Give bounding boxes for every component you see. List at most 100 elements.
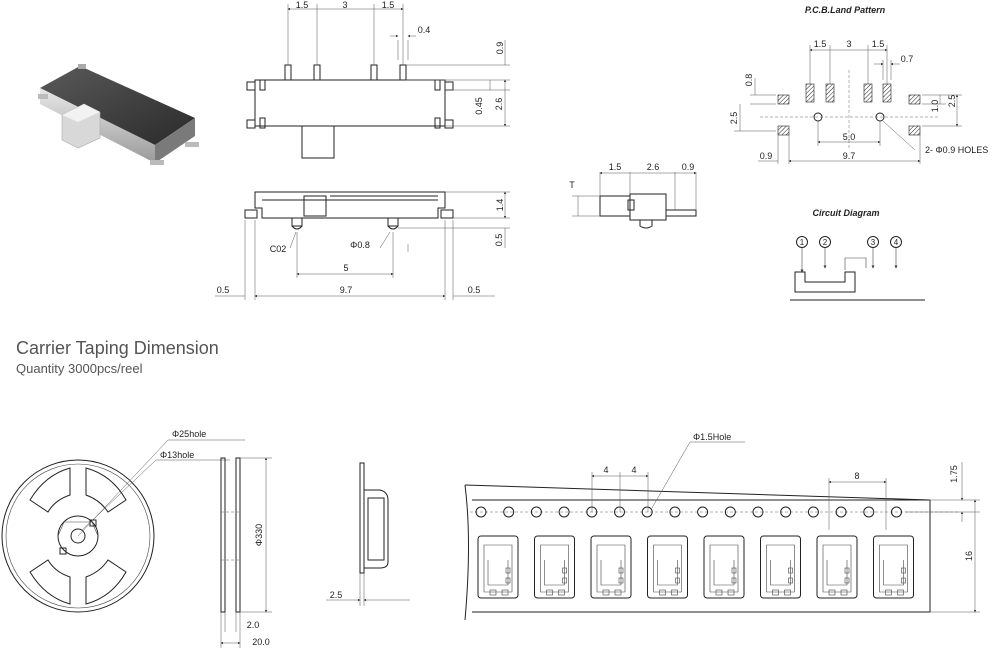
pocket-pin bbox=[671, 589, 678, 596]
pcb-dim-3: 3 bbox=[846, 39, 851, 49]
pocket-pin bbox=[828, 589, 836, 596]
tape-pocket bbox=[816, 535, 858, 599]
pcb-dim-2-5-left: 2.5 bbox=[729, 112, 739, 125]
pocket-pin bbox=[501, 589, 509, 596]
tape-pocket bbox=[477, 535, 519, 599]
pocket-pin bbox=[715, 589, 723, 596]
circuit-diagram bbox=[790, 236, 925, 301]
sprocket-hole bbox=[558, 506, 570, 518]
taping-title: Carrier Taping Dimension bbox=[16, 338, 219, 358]
tape-pocket bbox=[534, 535, 575, 599]
reel-hole13: Φ13hole bbox=[160, 450, 194, 460]
pocket-component-body bbox=[544, 560, 565, 586]
circuit-pin-4: 4 bbox=[894, 238, 899, 247]
pocket-component-body bbox=[826, 560, 848, 586]
sprocket-hole bbox=[530, 506, 542, 518]
circuit-title: Circuit Diagram bbox=[812, 208, 879, 218]
sprocket-hole bbox=[669, 506, 681, 518]
top-dim-2-6: 2.6 bbox=[494, 98, 504, 111]
pocket-component bbox=[879, 544, 908, 593]
pocket-pin bbox=[505, 577, 511, 584]
pocket-component-body bbox=[657, 560, 678, 586]
side-label-t: T bbox=[569, 180, 575, 190]
tape-pocket bbox=[703, 535, 745, 599]
front-label-phi-0-8: Φ0.8 bbox=[350, 240, 370, 250]
pocket-pin bbox=[505, 567, 511, 574]
side-dim-1-5: 1.5 bbox=[609, 162, 622, 172]
pocket-pin bbox=[562, 567, 567, 574]
front-dim-9-7: 9.7 bbox=[340, 285, 353, 295]
carrier-tape bbox=[464, 484, 960, 621]
circuit-pin-1: 1 bbox=[800, 238, 805, 247]
pocket-component-body bbox=[487, 560, 509, 586]
side-view bbox=[572, 171, 697, 229]
pocket-pin bbox=[897, 589, 904, 596]
pocket-pin bbox=[618, 577, 624, 584]
pocket-pin bbox=[614, 589, 622, 596]
tape-pocket bbox=[873, 535, 914, 599]
sprocket-hole bbox=[641, 506, 653, 518]
pocket-component bbox=[596, 544, 626, 593]
tape-dim-16: 16 bbox=[964, 551, 974, 561]
reel-hole25: Φ25hole bbox=[172, 429, 206, 439]
pocket-component-body bbox=[713, 560, 735, 586]
pocket-pin bbox=[558, 589, 565, 596]
reel-dim-2-0: 2.0 bbox=[247, 620, 260, 630]
top-dim-3: 3 bbox=[342, 0, 347, 10]
pocket-pin bbox=[562, 577, 567, 584]
pcb-dim-2-5-right: 2.5 bbox=[947, 95, 957, 108]
pocket-pin bbox=[885, 589, 892, 596]
pcb-holes-label: 2- Φ0.9 HOLES bbox=[925, 145, 988, 155]
sprocket-hole bbox=[807, 506, 819, 518]
sprocket-hole bbox=[835, 506, 847, 518]
pocket-pin bbox=[489, 589, 497, 596]
pocket-component bbox=[822, 544, 852, 593]
pocket-pin bbox=[840, 589, 848, 596]
top-dim-1-5-a: 1.5 bbox=[296, 0, 309, 10]
top-dim-0-45: 0.45 bbox=[474, 97, 484, 115]
pocket-pin bbox=[546, 589, 553, 596]
pcb-dim-0-7: 0.7 bbox=[901, 54, 914, 64]
sprocket-hole bbox=[780, 506, 792, 518]
reel-drawing bbox=[1, 439, 272, 648]
reel-dia330: Φ330 bbox=[254, 524, 264, 546]
front-dim-0-5-right: 0.5 bbox=[494, 234, 504, 247]
pcb-land-pattern bbox=[734, 45, 962, 164]
sprocket-hole bbox=[752, 506, 764, 518]
front-view bbox=[215, 191, 510, 300]
pcb-dim-1-0: 1.0 bbox=[930, 100, 940, 113]
pocket-pin bbox=[731, 577, 737, 584]
top-view bbox=[246, 4, 510, 159]
front-dim-1-4: 1.4 bbox=[495, 199, 505, 212]
pocket-pin bbox=[784, 589, 791, 596]
pcb-dim-1-5-b: 1.5 bbox=[872, 39, 885, 49]
pocket-pin bbox=[618, 567, 624, 574]
sprocket-hole bbox=[891, 506, 902, 518]
pocket-pin bbox=[788, 567, 793, 574]
tape-pocket bbox=[590, 535, 632, 599]
pocket-pin bbox=[901, 577, 906, 584]
pcb-dim-0-9: 0.9 bbox=[760, 151, 773, 161]
sprocket-hole bbox=[863, 506, 875, 518]
tape-dim-8: 8 bbox=[854, 471, 859, 481]
tape-pocket bbox=[760, 535, 801, 599]
top-dim-1-5-b: 1.5 bbox=[382, 0, 395, 10]
circuit-pin-3: 3 bbox=[871, 238, 876, 247]
pocket-pin bbox=[602, 589, 610, 596]
tape-dim-4-b: 4 bbox=[631, 465, 636, 475]
tape-side-dim-2-5: 2.5 bbox=[330, 590, 343, 600]
pcb-dim-1-5-a: 1.5 bbox=[814, 39, 827, 49]
front-dim-5: 5 bbox=[343, 263, 348, 273]
tape-pockets bbox=[475, 506, 914, 599]
pcb-title: P.C.B.Land Pattern bbox=[805, 5, 886, 15]
pocket-component bbox=[709, 544, 739, 593]
front-label-c02: C02 bbox=[270, 244, 287, 254]
tape-hole-label: Φ1.5Hole bbox=[693, 432, 731, 442]
tape-dim-1-75: 1.75 bbox=[949, 465, 959, 483]
side-dim-2-6: 2.6 bbox=[647, 162, 660, 172]
pocket-component-body bbox=[770, 560, 791, 586]
pocket-pin bbox=[731, 567, 737, 574]
pocket-component-body bbox=[883, 560, 904, 586]
pocket-pin bbox=[675, 567, 680, 574]
pocket-pin bbox=[659, 589, 666, 596]
